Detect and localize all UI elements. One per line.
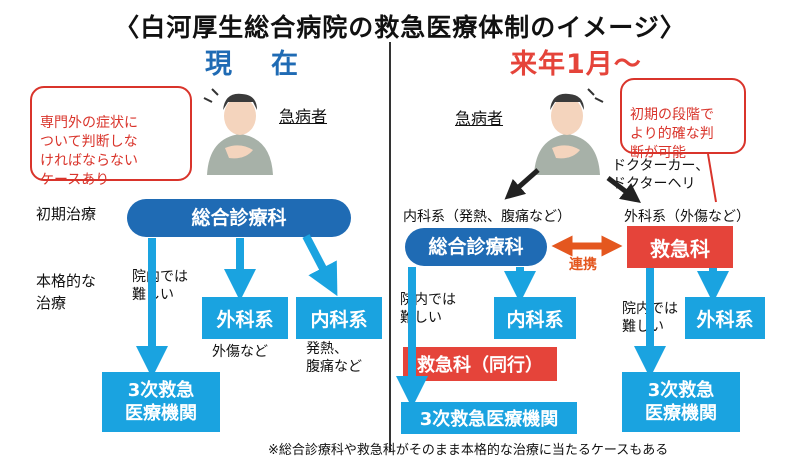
footnote: ※総合診療科や救急科がそのまま本格的な治療に当たるケースもある [268,443,669,458]
right-speech-bubble: 初期の段階で より的確な判 断が可能 [620,78,746,161]
right-surgery-box: 外科系 [685,297,765,339]
left-row2-label: 本格的な 治療 [36,272,97,312]
right-internal-box: 内科系 [494,297,576,339]
doctor-transport-label: ドクターカー、 ドクターヘリ [612,158,710,192]
center-divider [389,42,391,452]
left-internal-note: 発熱、 腹痛など [306,341,362,375]
left-general-medicine-pill: 総合診療科 [127,199,351,237]
page-title: 〈白河厚生総合病院の救急医療体制のイメージ〉 [114,13,686,42]
right-surgery-note-top: 外科系（外傷など） [624,209,750,225]
left-row1-label: 初期治療 [36,205,97,223]
right-patient-label: 急病者 [455,109,504,128]
left-patient-illustration [203,88,273,175]
left-bubble-text: 専門外の症状に ついて判断しな ければならない ケースあり [40,115,138,188]
right-patient-illustration [534,88,604,175]
patient-arrow-to-general [504,168,540,200]
left-heading: 現 在 [205,49,304,80]
right-internal-note-top: 内科系（発熱、腹痛など） [403,209,571,225]
bubble-pointer [707,153,717,203]
left-tertiary-box: 3次救急 医療機関 [102,372,220,432]
right-tertiary-box: 3次救急 医療機関 [622,372,740,432]
right-tertiary-long-box: 3次救急医療機関 [401,402,577,434]
left-internal-box: 内科系 [296,297,382,339]
patient-arrow-to-er [606,176,641,204]
left-surgery-note: 外傷など [212,344,268,360]
left-surgery-box: 外科系 [202,297,288,339]
right-bubble-text: 初期の段階で より的確な判 断が可能 [630,107,714,161]
left-speech-bubble: 専門外の症状に ついて判断しな ければならない ケースあり [30,86,192,188]
right-general-medicine-pill: 総合診療科 [405,228,547,266]
right-heading: 来年1月～ [510,49,642,80]
left-patient-label: 急病者 [279,107,328,126]
link-label: 連携 [569,257,597,273]
left-arrow-to-internal [302,234,338,297]
right-emergency-box: 救急科 [627,226,733,268]
left-in-hospital-note: 院内では 難しい [132,269,188,303]
emergency-accompany-box: 救急科（同行） [403,347,557,381]
